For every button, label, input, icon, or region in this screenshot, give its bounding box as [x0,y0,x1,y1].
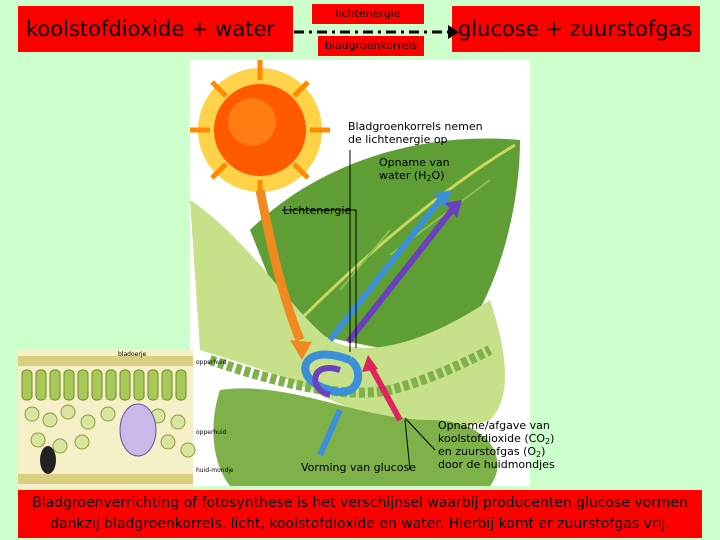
label-light-energy: Lichtenergie [283,204,351,217]
label-water-uptake: Opname van water (H2O) [379,156,450,182]
leaf-cell-inset: bladoerje opperhuid opperhuid huid-mondj… [18,350,233,490]
inset-label-right1: opperhuid [196,359,227,366]
inset-label-right2: opperhuid [196,429,227,436]
label-chloroplasts: Bladgroenkorrels nemen de lichtenergie o… [348,120,483,146]
caption: Bladgroenverrichting of fotosynthese is … [18,490,702,538]
label-gas-exchange: Opname/afgave van koolstofdioxide (CO2) … [438,419,555,471]
label-glucose-formation: Vorming van glucose [301,461,416,474]
inset-label-top: bladoerje [118,351,146,358]
products-box: glucose + zuurstofgas [452,6,700,52]
reactants-box: koolstofdioxide + water [18,6,293,52]
inset-label-right3: huid-mondje [196,467,233,474]
reaction-arrow-icon [292,20,460,44]
